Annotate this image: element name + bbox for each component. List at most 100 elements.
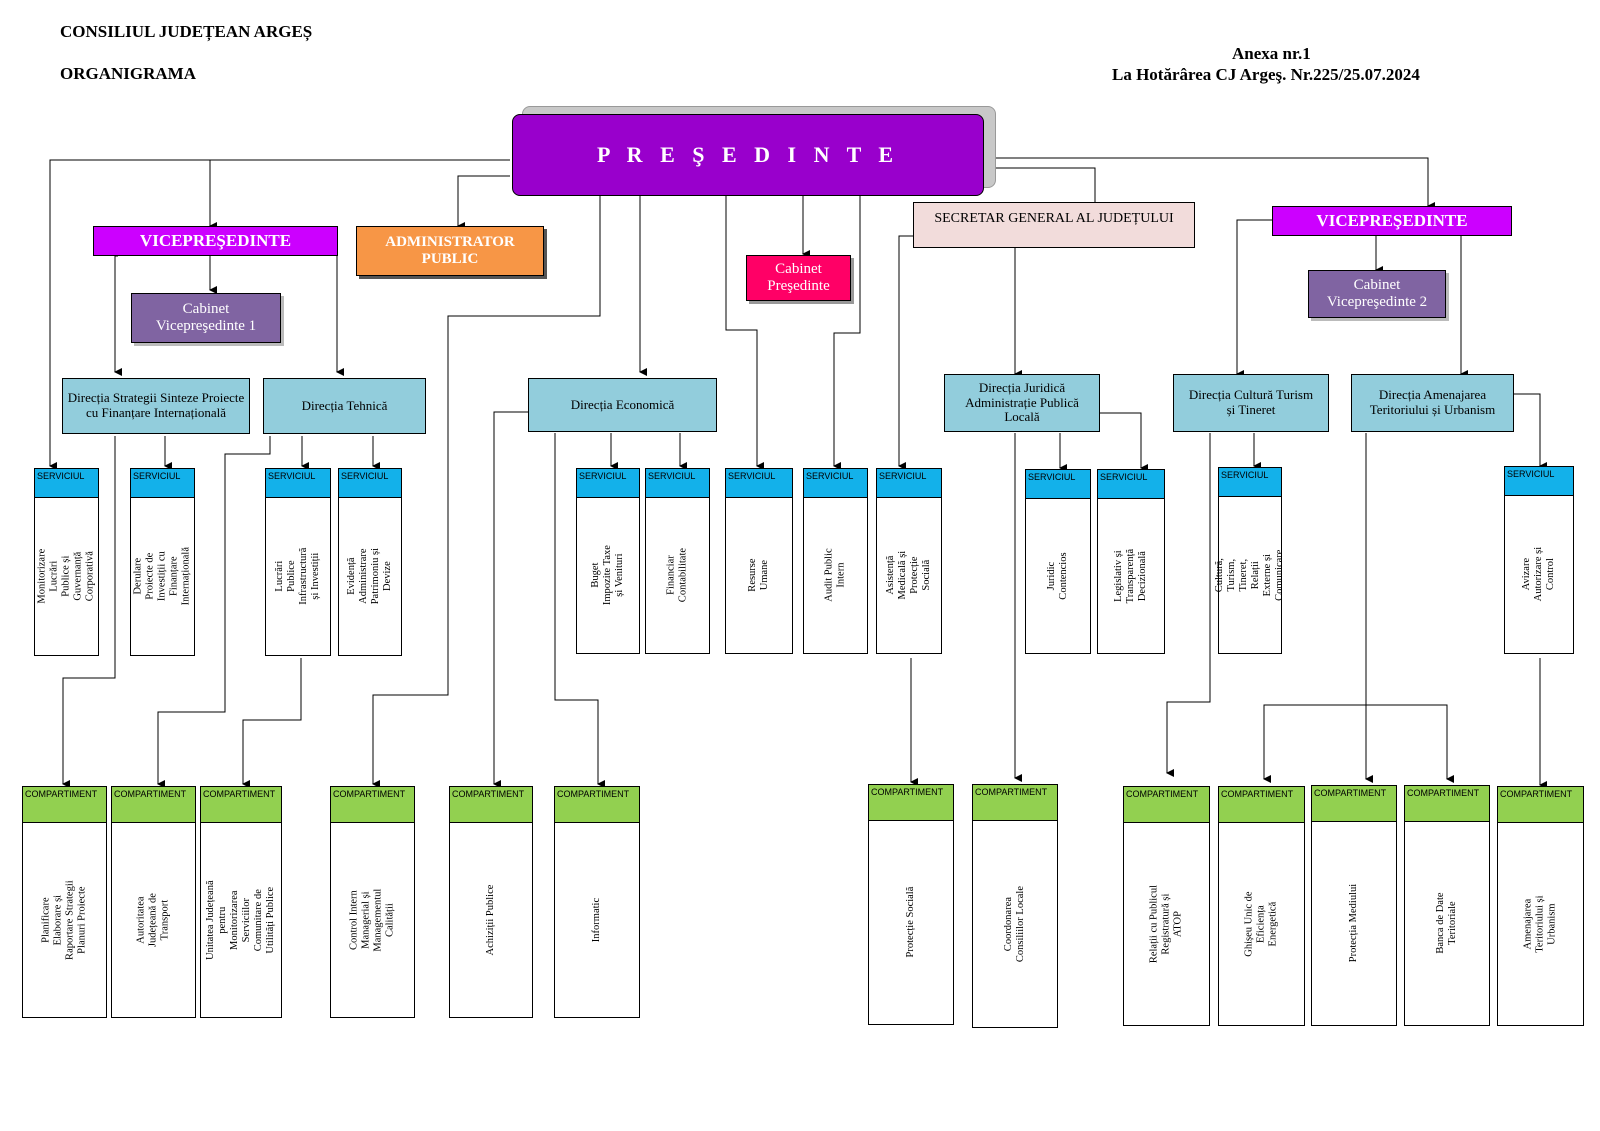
compartment-tag: COMPARTIMENT [450,787,532,823]
compartment-box[interactable]: COMPARTIMENT Informatic [554,786,640,1018]
service-label: Juridic Contencios [1045,552,1069,600]
service-label: Financiar Contabilitate [665,548,689,603]
secretary-general-label: SECRETAR GENERAL AL JUDEȚULUI [934,211,1174,226]
president-box[interactable]: P R E Ş E D I N T E [512,114,984,196]
service-label: Monitorizare Lucrări Publice și Guvernan… [36,549,96,604]
service-box[interactable]: SERVICIUL Financiar Contabilitate [645,468,710,654]
compartment-tag: COMPARTIMENT [331,787,414,823]
service-label: Evidență Administrare Patrimoniu și Devi… [345,548,394,605]
compartment-label: Informatic [590,897,602,943]
cabinet-president-label: Cabinet Preşedinte [767,260,830,294]
direction-juridica[interactable]: Direcția Juridică Administrație Publică … [944,374,1100,432]
compartment-box[interactable]: COMPARTIMENT Banca de Date Teritoriale [1404,785,1490,1026]
service-tag: SERVICIUL [266,469,330,498]
direction-economica[interactable]: Direcția Economică [528,378,717,432]
administrator-public-box[interactable]: ADMINISTRATOR PUBLIC [356,226,544,276]
cabinet-vicepresident-1-box[interactable]: Cabinet Vicepreşedinte 1 [131,293,281,343]
compartment-box[interactable]: COMPARTIMENT Control Intern Managerial ș… [330,786,415,1018]
service-tag: SERVICIUL [1219,468,1281,497]
compartment-box[interactable]: COMPARTIMENT Autoritatea Județeană de Tr… [111,786,196,1018]
direction-strategii[interactable]: Direcția Strategii Sinteze Proiecte cu F… [62,378,250,434]
service-box[interactable]: SERVICIUL Asistență Medicală și Protecți… [876,468,942,654]
compartment-label: Relații cu Publicul Registratură și ATOP [1148,884,1184,964]
service-tag: SERVICIUL [1098,470,1164,499]
compartment-box[interactable]: COMPARTIMENT Amenajarea Teritoriului și … [1497,786,1584,1026]
compartment-box[interactable]: COMPARTIMENT Protecție Socială [868,784,954,1025]
service-label: Cultură, Turism, Tineret, Relații Extern… [1213,549,1286,601]
document-title: ORGANIGRAMA [60,64,196,83]
service-box[interactable]: SERVICIUL Evidență Administrare Patrimon… [338,468,402,656]
compartment-tag: COMPARTIMENT [1498,787,1583,823]
compartment-box[interactable]: COMPARTIMENT Coordonarea Consiliilor Loc… [972,784,1058,1028]
service-label: Legislativ și Transparență Decizională [1112,548,1149,604]
direction-economica-label: Direcția Economică [570,396,675,412]
service-box[interactable]: SERVICIUL Derulare Proiecte de Investiți… [130,468,195,656]
vicepresident-1-label: VICEPREŞEDINTE [139,231,292,251]
compartment-box[interactable]: COMPARTIMENT Protecția Mediului [1311,785,1397,1026]
service-label: Resurse Umane [746,558,770,593]
compartment-label: Autoritatea Județeană de Transport [135,893,171,947]
compartment-label: Amenajarea Teritoriului și Urbanism [1522,895,1558,953]
service-tag: SERVICIUL [1505,467,1573,496]
compartment-tag: COMPARTIMENT [1219,787,1304,823]
compartment-tag: COMPARTIMENT [1312,786,1396,822]
service-box[interactable]: SERVICIUL Audit Public Intern [803,468,868,654]
direction-amenajarea[interactable]: Direcția Amenajarea Teritoriului și Urba… [1351,374,1514,432]
secretary-general-box[interactable]: SECRETAR GENERAL AL JUDEȚULUI [913,202,1195,248]
direction-juridica-label: Direcția Juridică Administrație Publică … [965,379,1079,425]
administrator-public-label: ADMINISTRATOR PUBLIC [385,233,515,267]
vicepresident-1-box[interactable]: VICEPREŞEDINTE [93,226,338,256]
compartment-box[interactable]: COMPARTIMENT Ghișeu Unic de Eficiența En… [1218,786,1305,1026]
service-label: Lucrări Publice Infrastructură și Invest… [273,547,322,606]
cabinet-vicepresident-2-label: Cabinet Vicepreşedinte 2 [1326,276,1428,310]
cabinet-vicepresident-2-box[interactable]: Cabinet Vicepreşedinte 2 [1308,270,1446,318]
service-label: Avizare Autorizare și Control [1520,547,1557,602]
compartment-tag: COMPARTIMENT [201,787,281,823]
compartment-label: Coordonarea Consiliilor Locale [1002,885,1026,963]
compartment-box[interactable]: COMPARTIMENT Planificare Elaborare și Ra… [22,786,107,1018]
direction-strategii-label: Direcția Strategii Sinteze Proiecte cu F… [67,390,245,420]
service-tag: SERVICIUL [646,469,709,498]
service-box[interactable]: SERVICIUL Cultură, Turism, Tineret, Rela… [1214,467,1285,654]
compartment-label: Planificare Elaborare și Raportare Strat… [40,880,88,960]
compartment-tag: COMPARTIMENT [869,785,953,821]
cabinet-president-box[interactable]: Cabinet Preşedinte [746,255,851,301]
compartment-box[interactable]: COMPARTIMENT Unitatea Județeană pentru M… [200,786,282,1018]
service-tag: SERVICIUL [1026,470,1090,499]
service-box[interactable]: SERVICIUL Avizare Autorizare și Control [1504,466,1574,654]
service-box[interactable]: SERVICIUL Juridic Contencios [1025,469,1091,654]
service-box[interactable]: SERVICIUL Legislativ și Transparență Dec… [1097,469,1165,654]
direction-cultura-label: Direcția Cultură Turism și Tineret [1188,387,1314,417]
president-label: P R E Ş E D I N T E [596,142,900,168]
compartment-tag: COMPARTIMENT [1124,787,1209,823]
service-box[interactable]: SERVICIUL Resurse Umane [725,468,793,654]
compartment-label: Protecția Mediului [1347,884,1359,963]
compartment-label: Ghișeu Unic de Eficiența Energetică [1243,891,1279,957]
service-tag: SERVICIUL [726,469,792,498]
compartment-label: Unitatea Județeană pentru Monitorizarea … [204,880,277,960]
compartment-tag: COMPARTIMENT [555,787,639,823]
service-box[interactable]: SERVICIUL Monitorizare Lucrări Publice ș… [34,468,99,656]
compartment-tag: COMPARTIMENT [1405,786,1489,822]
vicepresident-2-box[interactable]: VICEPREŞEDINTE [1272,206,1512,236]
service-label: Derulare Proiecte de Investiții cu Finan… [132,547,192,606]
service-box[interactable]: SERVICIUL Buget Impozite Taxe și Venitur… [576,468,640,654]
direction-cultura[interactable]: Direcția Cultură Turism și Tineret [1173,374,1329,432]
direction-tehnica[interactable]: Direcția Tehnică [263,378,426,434]
decision-reference: La Hotărârea CJ Argeş. Nr.225/25.07.2024 [1112,65,1420,84]
service-tag: SERVICIUL [804,469,867,498]
service-label: Audit Public Intern [823,548,847,603]
service-box[interactable]: SERVICIUL Lucrări Publice Infrastructură… [265,468,331,656]
service-tag: SERVICIUL [339,469,401,498]
direction-tehnica-label: Direcția Tehnică [301,397,388,413]
compartment-label: Achiziții Publice [484,884,496,956]
service-tag: SERVICIUL [577,469,639,498]
service-label: Buget Impozite Taxe și Venituri [589,545,626,606]
compartment-tag: COMPARTIMENT [23,787,106,823]
service-tag: SERVICIUL [35,469,98,498]
compartment-box[interactable]: COMPARTIMENT Relații cu Publicul Registr… [1123,786,1210,1026]
compartment-label: Banca de Date Teritoriale [1434,892,1458,955]
direction-amenajarea-label: Direcția Amenajarea Teritoriului și Urba… [1369,387,1496,417]
cabinet-vicepresident-1-label: Cabinet Vicepreşedinte 1 [155,300,257,334]
compartment-box[interactable]: COMPARTIMENT Achiziții Publice [449,786,533,1018]
